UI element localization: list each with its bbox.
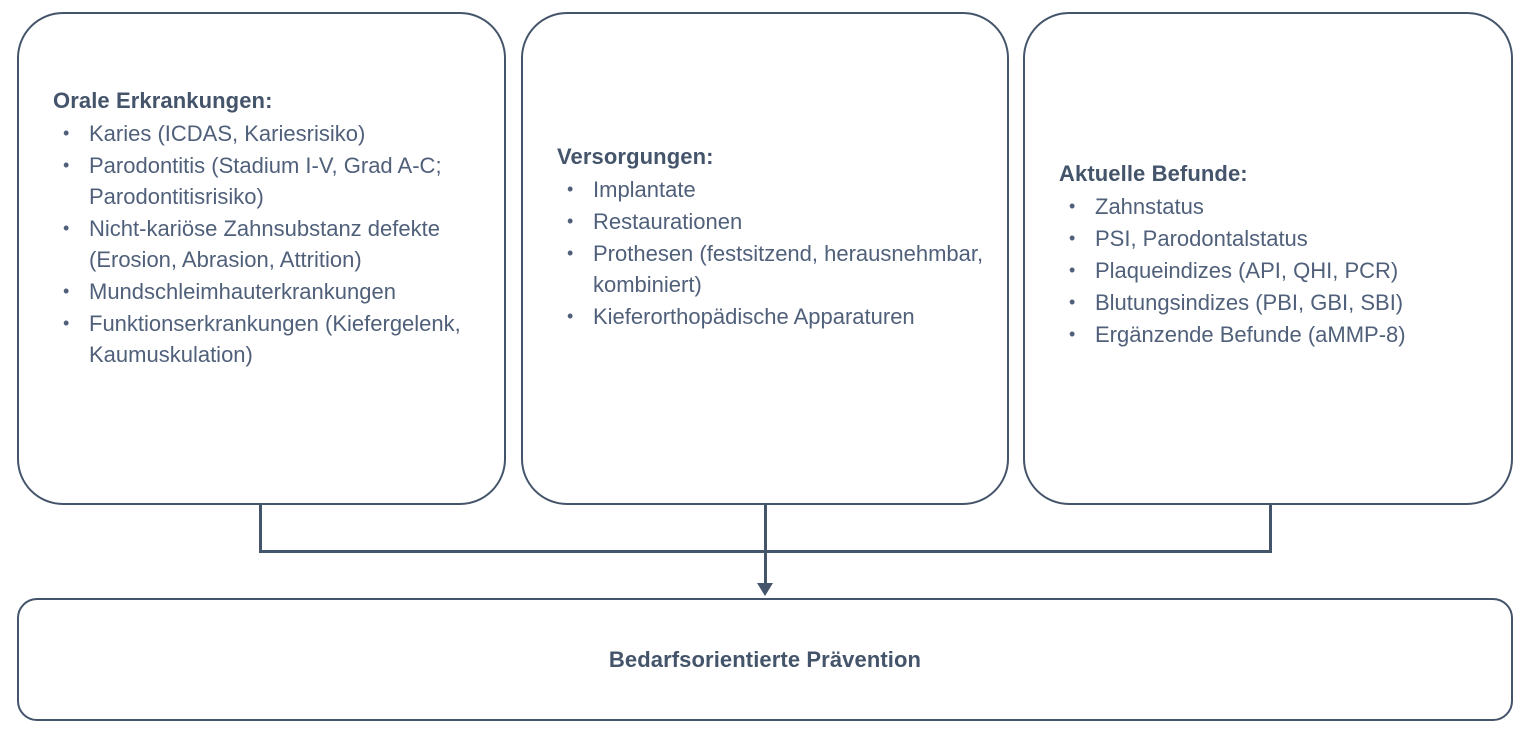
box-treatments-content: Versorgungen: Implantate Restaurationen … (557, 142, 985, 333)
box-current-findings-heading: Aktuelle Befunde: (1059, 161, 1248, 186)
list-item: Mundschleimhauterkrankungen (53, 276, 482, 307)
list-item: Implantate (557, 174, 985, 205)
box-treatments-heading: Versorgungen: (557, 144, 714, 169)
list-item: Zahnstatus (1059, 191, 1489, 222)
list-item: Nicht-kariöse Zahnsubstanz defekte (Eros… (53, 213, 482, 275)
box-treatments-list: Implantate Restaurationen Prothesen (fes… (557, 174, 985, 332)
box-current-findings-list: Zahnstatus PSI, Parodontalstatus Plaquei… (1059, 191, 1489, 350)
box-treatments: Versorgungen: Implantate Restaurationen … (521, 12, 1009, 505)
list-item: Funktionserkrankungen (Kiefergelenk, Kau… (53, 308, 482, 370)
box-current-findings-content: Aktuelle Befunde: Zahnstatus PSI, Parodo… (1059, 159, 1489, 351)
list-item: Parodontitis (Stadium I-V, Grad A-C; Par… (53, 150, 482, 212)
outcome-label: Bedarfsorientierte Prävention (608, 646, 922, 672)
list-item: Karies (ICDAS, Kariesrisiko) (53, 118, 482, 149)
connector-drop-middle (764, 505, 767, 553)
list-item: Blutungsindizes (PBI, GBI, SBI) (1059, 287, 1489, 318)
list-item: PSI, Parodontalstatus (1059, 223, 1489, 254)
list-item: Restaurationen (557, 206, 985, 237)
list-item: Prothesen (festsitzend, herausnehmbar, k… (557, 238, 985, 300)
box-oral-diseases-content: Orale Erkrankungen: Karies (ICDAS, Karie… (53, 86, 482, 371)
connector-drop-right (1269, 505, 1272, 553)
list-item: Plaqueindizes (API, QHI, PCR) (1059, 255, 1489, 286)
box-oral-diseases-heading: Orale Erkrankungen: (53, 88, 273, 113)
box-oral-diseases-list: Karies (ICDAS, Kariesrisiko) Parodontiti… (53, 118, 482, 370)
box-current-findings: Aktuelle Befunde: Zahnstatus PSI, Parodo… (1023, 12, 1513, 505)
arrow-down-icon (757, 583, 773, 596)
box-oral-diseases: Orale Erkrankungen: Karies (ICDAS, Karie… (17, 12, 506, 505)
list-item: Ergänzende Befunde (aMMP-8) (1059, 319, 1489, 350)
connector-drop-left (259, 505, 262, 553)
box-outcome: Bedarfsorientierte Prävention (17, 598, 1513, 721)
connector-arrow-shaft (764, 550, 767, 588)
list-item: Kieferorthopädische Apparaturen (557, 301, 985, 332)
